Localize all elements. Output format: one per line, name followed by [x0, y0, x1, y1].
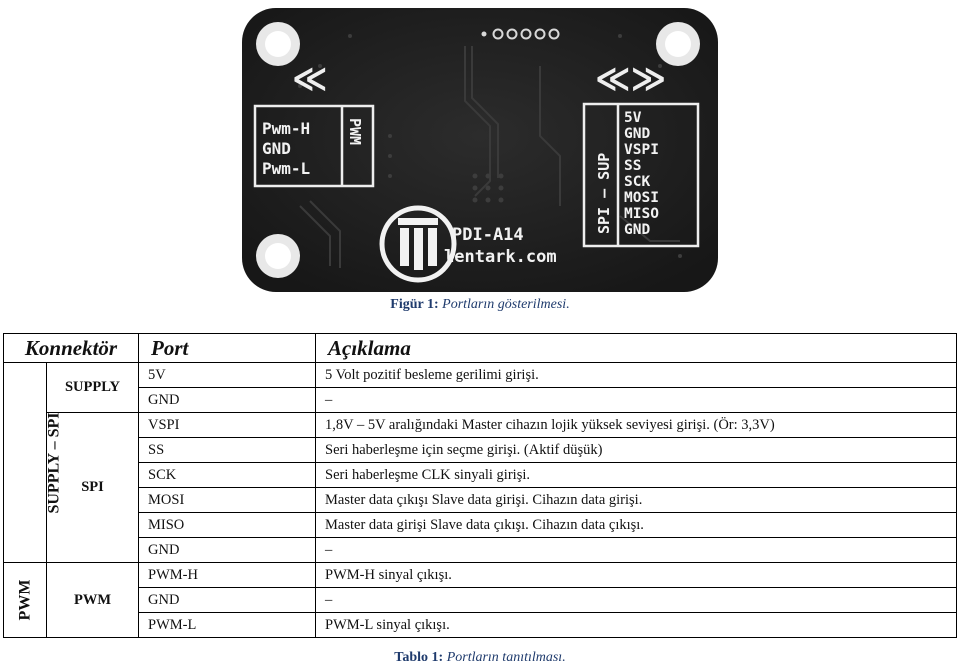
- pwm-pin-label: GND: [262, 139, 291, 158]
- table-header-row: Konnektör Port Açıklama: [2, 333, 958, 363]
- port-cell: SS: [138, 437, 317, 463]
- description-cell: Master data girişi Slave data çıkışı. Ci…: [315, 512, 958, 538]
- table-row: MISO Master data girişi Slave data çıkış…: [4, 512, 958, 538]
- spi-pin-label: SS: [624, 158, 641, 174]
- left-arrow-marks: ≪: [292, 59, 328, 99]
- pcb-body: [242, 8, 718, 292]
- port-cell: PWM-H: [138, 562, 317, 588]
- description-cell: Master data çıkışı Slave data girişi. Ci…: [315, 487, 958, 513]
- spi-side-label: SPI – SUP: [595, 153, 613, 234]
- table-caption-prefix: Tablo 1:: [394, 650, 444, 665]
- model-name: PDI-A14: [452, 225, 524, 245]
- spi-pin-label: VSPI: [624, 142, 659, 158]
- pcb-board-figure: ≪ ≪≫ Pwm-H GND Pwm-L PWM SPI – SUP 5V GN…: [242, 8, 718, 292]
- spi-pin-label: MISO: [624, 206, 659, 222]
- port-cell: GND: [138, 587, 317, 613]
- pwm-pin-label: Pwm-L: [262, 159, 310, 178]
- mounting-hole-top-left: [256, 22, 300, 66]
- description-cell: 5 Volt pozitif besleme gerilimi girişi.: [315, 362, 958, 388]
- header-pads: [492, 28, 560, 40]
- port-cell: PWM-L: [138, 612, 317, 638]
- group-supply: SUPPLY: [45, 362, 140, 413]
- description-cell: 1,8V – 5V aralığındaki Master cihazın lo…: [315, 412, 958, 438]
- port-cell: MOSI: [138, 487, 317, 513]
- description-cell: –: [315, 537, 958, 563]
- description-cell: Seri haberleşme için seçme girişi. (Akti…: [315, 437, 958, 463]
- mounting-hole-bottom-left: [256, 234, 300, 278]
- connector-supply-spi-cell: SUPPLY – SPI: [3, 362, 63, 563]
- pwm-pin-label: Pwm-H: [262, 119, 310, 138]
- table-row: PWM PWM PWM-H PWM-H sinyal çıkışı.: [3, 562, 958, 638]
- group-pwm: PWM: [45, 562, 140, 638]
- ports-table: Konnektör Port Açıklama SUPPLY – SPI SUP…: [2, 333, 958, 638]
- port-cell: SCK: [138, 462, 317, 488]
- description-cell: –: [315, 387, 958, 413]
- table-caption: Tablo 1: Portların tanıtılması.: [0, 650, 960, 666]
- spi-pin-label: SCK: [624, 174, 650, 190]
- figure-caption-text: Portların gösterilmesi.: [442, 297, 570, 312]
- description-cell: –: [315, 587, 958, 613]
- figure-caption: Figür 1: Portların gösterilmesi.: [0, 297, 960, 313]
- header-description: Açıklama: [315, 333, 958, 363]
- right-arrow-marks: ≪≫: [595, 59, 666, 99]
- lentark-logo: [379, 205, 457, 283]
- mounting-hole-top-right: [656, 22, 700, 66]
- connector-pwm-cell: PWM: [3, 562, 47, 638]
- port-cell: GND: [138, 537, 317, 563]
- port-cell: GND: [138, 387, 317, 413]
- spi-silkscreen-box: SPI – SUP 5V GND VSPI SS SCK MOSI MISO G…: [582, 102, 700, 248]
- table-row: PWM-L PWM-L sinyal çıkışı.: [4, 612, 958, 638]
- description-cell: PWM-L sinyal çıkışı.: [315, 612, 958, 638]
- table-row: GND –: [4, 387, 958, 413]
- port-cell: VSPI: [138, 412, 317, 438]
- group-spi: SPI: [45, 412, 140, 563]
- port-cell: MISO: [138, 512, 317, 538]
- description-cell: PWM-H sinyal çıkışı.: [315, 562, 958, 588]
- table-row: MOSI Master data çıkışı Slave data giriş…: [4, 487, 958, 513]
- description-cell: Seri haberleşme CLK sinyali girişi.: [315, 462, 958, 488]
- connector-supply-spi-label: SUPPLY – SPI: [45, 411, 63, 514]
- table-row: GND –: [4, 587, 958, 613]
- port-cell: 5V: [138, 362, 317, 388]
- figure-caption-prefix: Figür 1:: [390, 297, 439, 312]
- header-connector: Konnektör: [2, 333, 140, 363]
- spi-pin-label: GND: [624, 222, 650, 238]
- website-text: lentark.com: [444, 247, 557, 267]
- pwm-silkscreen-box: Pwm-H GND Pwm-L PWM: [253, 104, 375, 188]
- pwm-side-label: PWM: [346, 118, 364, 145]
- table-caption-text: Portların tanıtılması.: [446, 650, 566, 665]
- spi-pin-label: 5V: [624, 110, 642, 126]
- spi-pin-label: MOSI: [624, 190, 659, 206]
- table-row: SPI VSPI 1,8V – 5V aralığındaki Master c…: [4, 412, 958, 563]
- table-row: SUPPLY – SPI SUPPLY 5V 5 Volt pozitif be…: [3, 362, 958, 563]
- table-row: GND –: [4, 537, 958, 563]
- table-row: SCK Seri haberleşme CLK sinyali girişi.: [4, 462, 958, 488]
- table-row: SS Seri haberleşme için seçme girişi. (A…: [4, 437, 958, 463]
- header-port: Port: [138, 333, 317, 363]
- connector-pwm-label: PWM: [16, 579, 33, 621]
- spi-pin-label: GND: [624, 126, 650, 142]
